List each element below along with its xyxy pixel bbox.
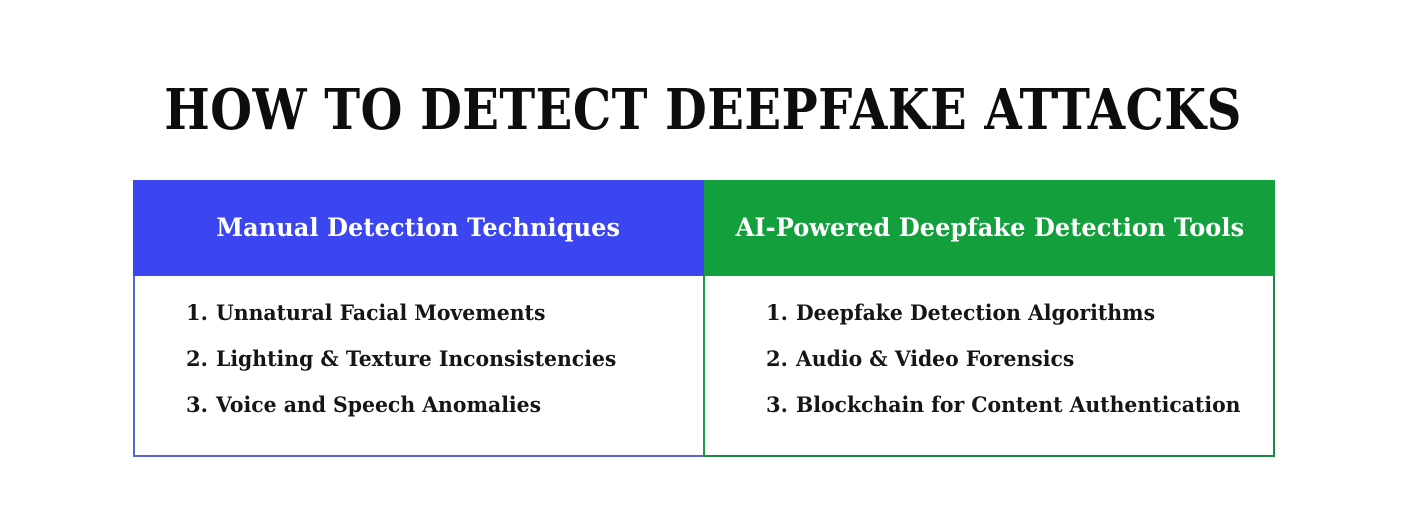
column-header-label: AI-Powered Deepfake Detection Tools [735,213,1244,242]
list-item-label: Audio & Video Forensics [796,346,1075,371]
list-item-label: Voice and Speech Anomalies [216,392,542,417]
column-header-manual-detection: Manual Detection Techniques [133,180,704,276]
column-body-ai-powered-tools: 1. Deepfake Detection Algorithms 2. Audi… [704,276,1275,457]
list-item: 3. Blockchain for Content Authentication [766,382,1273,428]
list-item: 2. Lighting & Texture Inconsistencies [186,336,703,382]
table-column-manual-detection: Manual Detection Techniques 1. Unnatural… [133,180,704,457]
list-item-label: Lighting & Texture Inconsistencies [216,346,617,371]
comparison-table: Manual Detection Techniques 1. Unnatural… [133,180,1275,457]
column-body-manual-detection: 1. Unnatural Facial Movements 2. Lightin… [133,276,704,457]
list-item-label: Deepfake Detection Algorithms [796,300,1156,325]
list-item: 3. Voice and Speech Anomalies [186,382,703,428]
list-item-label: Unnatural Facial Movements [216,300,546,325]
list-item-number: 2. [186,346,208,371]
column-header-label: Manual Detection Techniques [216,213,621,242]
list-item-number: 1. [766,300,788,325]
list-item: 2. Audio & Video Forensics [766,336,1273,382]
table-column-ai-powered-tools: AI-Powered Deepfake Detection Tools 1. D… [704,180,1275,457]
list-manual-detection: 1. Unnatural Facial Movements 2. Lightin… [135,290,703,428]
list-item-number: 3. [766,392,788,417]
column-header-ai-powered-tools: AI-Powered Deepfake Detection Tools [704,180,1275,276]
list-item-number: 1. [186,300,208,325]
list-item-number: 2. [766,346,788,371]
page-title: HOW TO DETECT DEEPFAKE ATTACKS [164,77,1242,143]
list-item-label: Blockchain for Content Authentication [796,392,1241,417]
list-item: 1. Unnatural Facial Movements [186,290,703,336]
list-ai-powered-tools: 1. Deepfake Detection Algorithms 2. Audi… [705,290,1273,428]
list-item: 1. Deepfake Detection Algorithms [766,290,1273,336]
list-item-number: 3. [186,392,208,417]
